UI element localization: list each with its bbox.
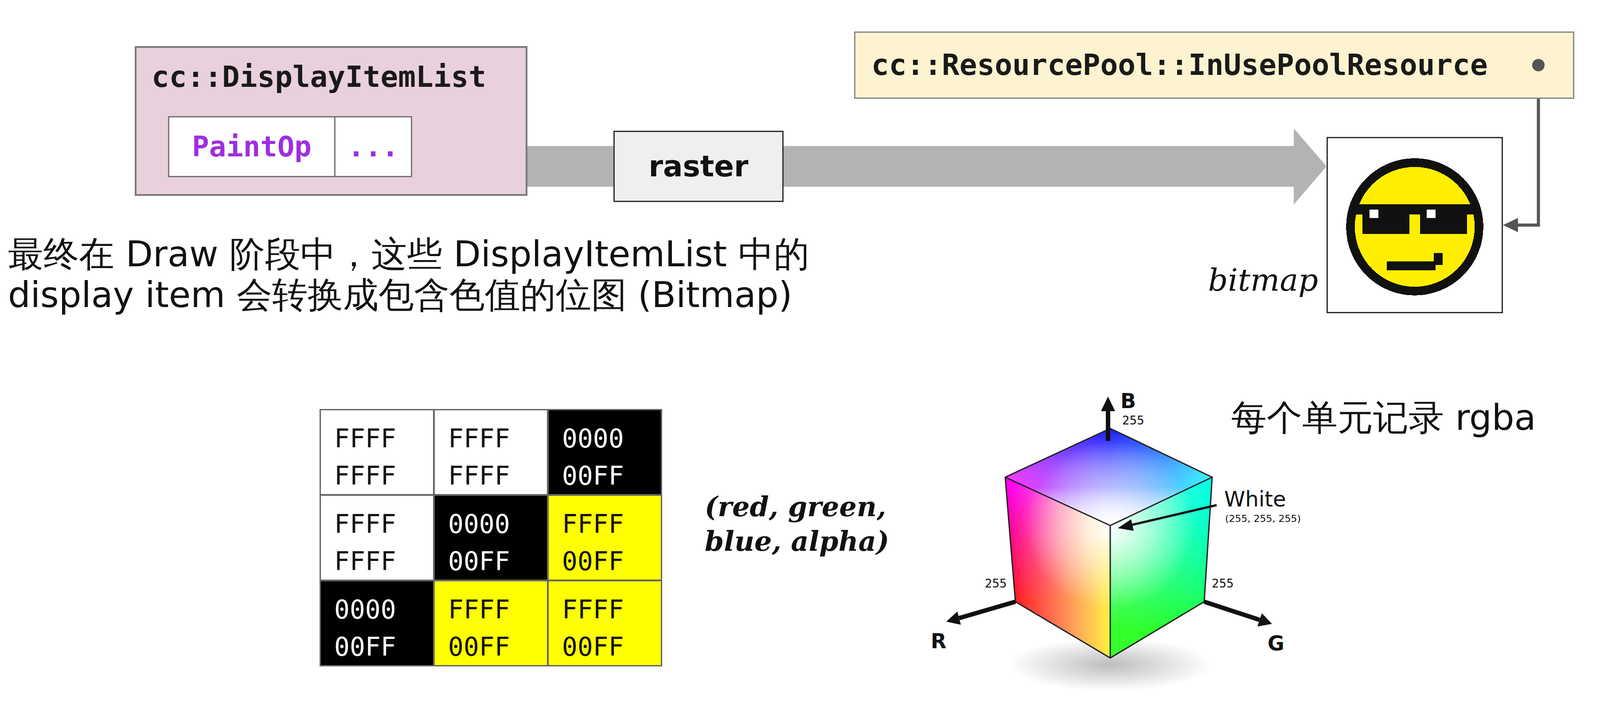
pixel-table-cell: 0000 00FF — [547, 409, 663, 496]
axis-letter: B — [1120, 389, 1136, 414]
description-text: 最终在 Draw 阶段中，这些 DisplayItemList 中的 displ… — [7, 234, 930, 316]
pixel-table-cell: 0000 00FF — [319, 580, 435, 667]
pixel-table-cell: FFFF FFFF — [319, 409, 435, 496]
raster-flow-arrow — [783, 128, 1327, 205]
more-ops-box: ... — [334, 116, 413, 178]
pixel-table-cell: 0000 00FF — [433, 494, 549, 582]
node-label: PaintOp — [191, 129, 312, 164]
display-item-list-box: cc::DisplayItemListPaintOp... — [134, 46, 528, 196]
cell-note: 每个单元记录 rgba — [1231, 394, 1537, 443]
node-label: bitmap — [1208, 261, 1319, 299]
bitmap-box: bitmap — [1326, 136, 1503, 314]
pixel-table-cell: FFFF FFFF — [433, 409, 549, 496]
pointer-arrow — [1502, 98, 1539, 233]
axis-max: 255 — [1211, 577, 1234, 591]
white-corner-label: White — [1224, 486, 1287, 512]
node-label: raster — [648, 148, 749, 184]
pixel-table-cell: FFFF 00FF — [433, 580, 549, 667]
axis-max: 255 — [1122, 413, 1145, 428]
axis-max: 255 — [984, 577, 1007, 591]
pixel-table-cell: FFFF FFFF — [319, 494, 435, 582]
axis-letter: R — [930, 629, 947, 654]
rgba-note: (red, green, blue, alpha) — [704, 489, 905, 559]
node-label: cc::ResourcePool::InUsePoolResource — [871, 47, 1488, 83]
pointer-dot — [1532, 58, 1545, 72]
node-label: cc::DisplayItemList — [151, 59, 487, 95]
raster-box: raster — [613, 130, 784, 203]
resource-pool-box: cc::ResourcePool::InUsePoolResource — [854, 31, 1575, 99]
paint-op-box: PaintOp — [167, 116, 336, 178]
node-label: ... — [347, 129, 399, 164]
axis-letter: G — [1267, 631, 1285, 656]
pixel-table-cell: FFFF 00FF — [547, 580, 663, 667]
white-value: (255, 255, 255) — [1225, 513, 1301, 525]
pixel-table-cell: FFFF 00FF — [547, 494, 663, 582]
raster-flow-band — [527, 166, 614, 167]
smiley-bitmap-icon — [1327, 138, 1502, 313]
